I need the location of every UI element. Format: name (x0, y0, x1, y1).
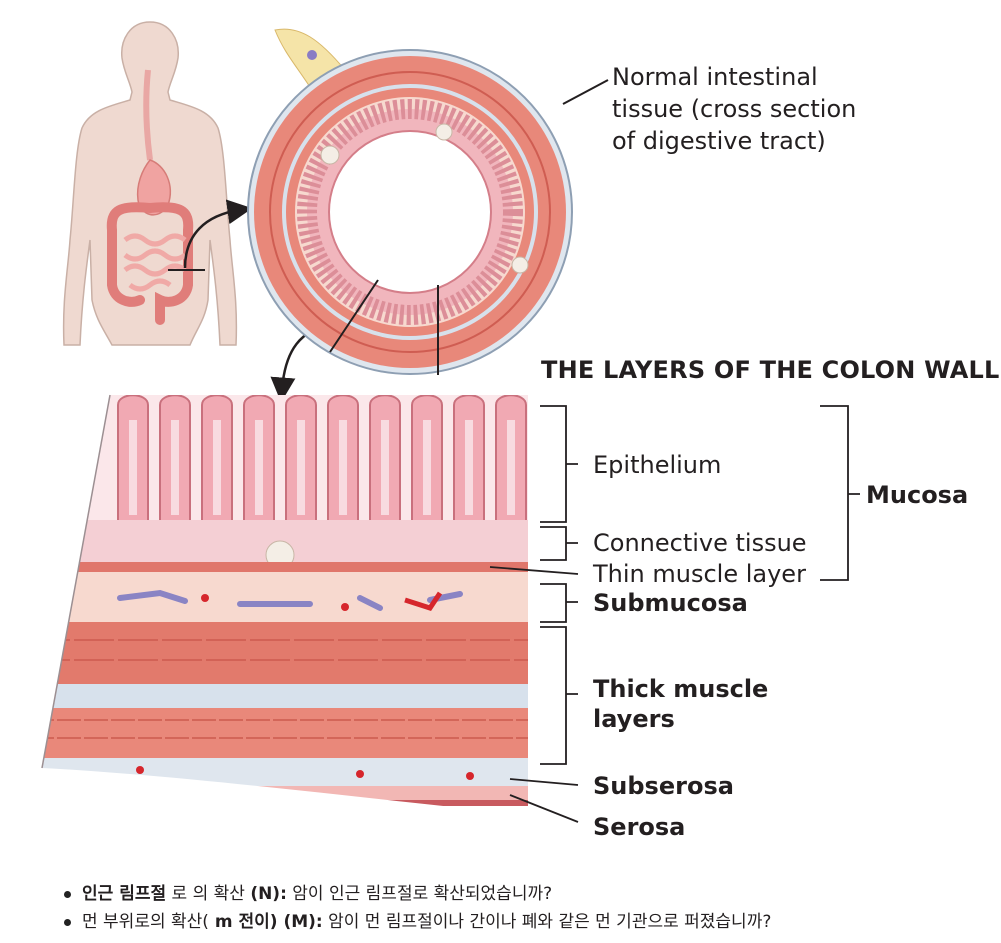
label-normal-tissue-line2: tissue (cross section (612, 95, 857, 123)
colon-wall-block (42, 395, 528, 806)
label-subserosa: Subserosa (593, 772, 734, 800)
label-mucosa: Mucosa (866, 481, 969, 509)
label-connective-tissue: Connective tissue (593, 529, 807, 557)
subserosa-band (42, 758, 528, 786)
colon-wall-diagram (41, 21, 860, 823)
arrow-to-cross-section (183, 199, 253, 269)
note-code: (N): (250, 884, 287, 904)
small-intestine (123, 233, 187, 292)
membrane-band (42, 684, 528, 708)
human-body-figure (62, 21, 238, 346)
label-thick-muscle-line1: Thick muscle (593, 675, 769, 703)
thick-muscle-2 (42, 708, 528, 758)
label-epithelium: Epithelium (593, 451, 722, 479)
note-item: 인근 림프절 로 의 확산 (N): 암이 인근 림프절로 확산되었습니까? (62, 880, 771, 908)
submucosa-band (42, 572, 528, 622)
label-normal-tissue-line1: Normal intestinal (612, 63, 818, 91)
brackets (540, 405, 860, 765)
note-code: m 전이) (M): (208, 912, 323, 932)
label-thin-muscle-layer: Thin muscle layer (593, 560, 806, 588)
note-question: 암이 인근 림프절로 확산되었습니까? (286, 884, 553, 904)
serosa-band (42, 786, 528, 800)
epithelium-villi (117, 395, 527, 525)
note-text: 로 의 확산 (166, 884, 251, 904)
section-title: THE LAYERS OF THE COLON WALL (541, 356, 1000, 384)
thick-muscle-1 (42, 622, 528, 684)
note-bold-term: 인근 림프절 (82, 884, 167, 904)
label-serosa: Serosa (593, 813, 686, 841)
cross-section (247, 49, 609, 375)
stomach (136, 159, 171, 216)
large-intestine (106, 202, 194, 325)
label-normal-tissue-line3: of digestive tract) (612, 127, 826, 155)
leader-lines (489, 566, 579, 823)
notes-list: 인근 림프절 로 의 확산 (N): 암이 인근 림프절로 확산되었습니까? 먼… (62, 880, 771, 936)
note-question: 암이 먼 림프절이나 간이나 폐와 같은 먼 기관으로 퍼졌습니까? (322, 912, 772, 932)
thin-muscle-band (42, 562, 528, 572)
vessel (307, 50, 317, 60)
label-thick-muscle-line2: layers (593, 705, 675, 733)
label-submucosa: Submucosa (593, 589, 748, 617)
note-item: 먼 부위로의 확산( m 전이) (M): 암이 먼 림프절이나 간이나 폐와 … (62, 908, 771, 936)
note-text: 먼 부위로의 확산( (82, 912, 209, 932)
